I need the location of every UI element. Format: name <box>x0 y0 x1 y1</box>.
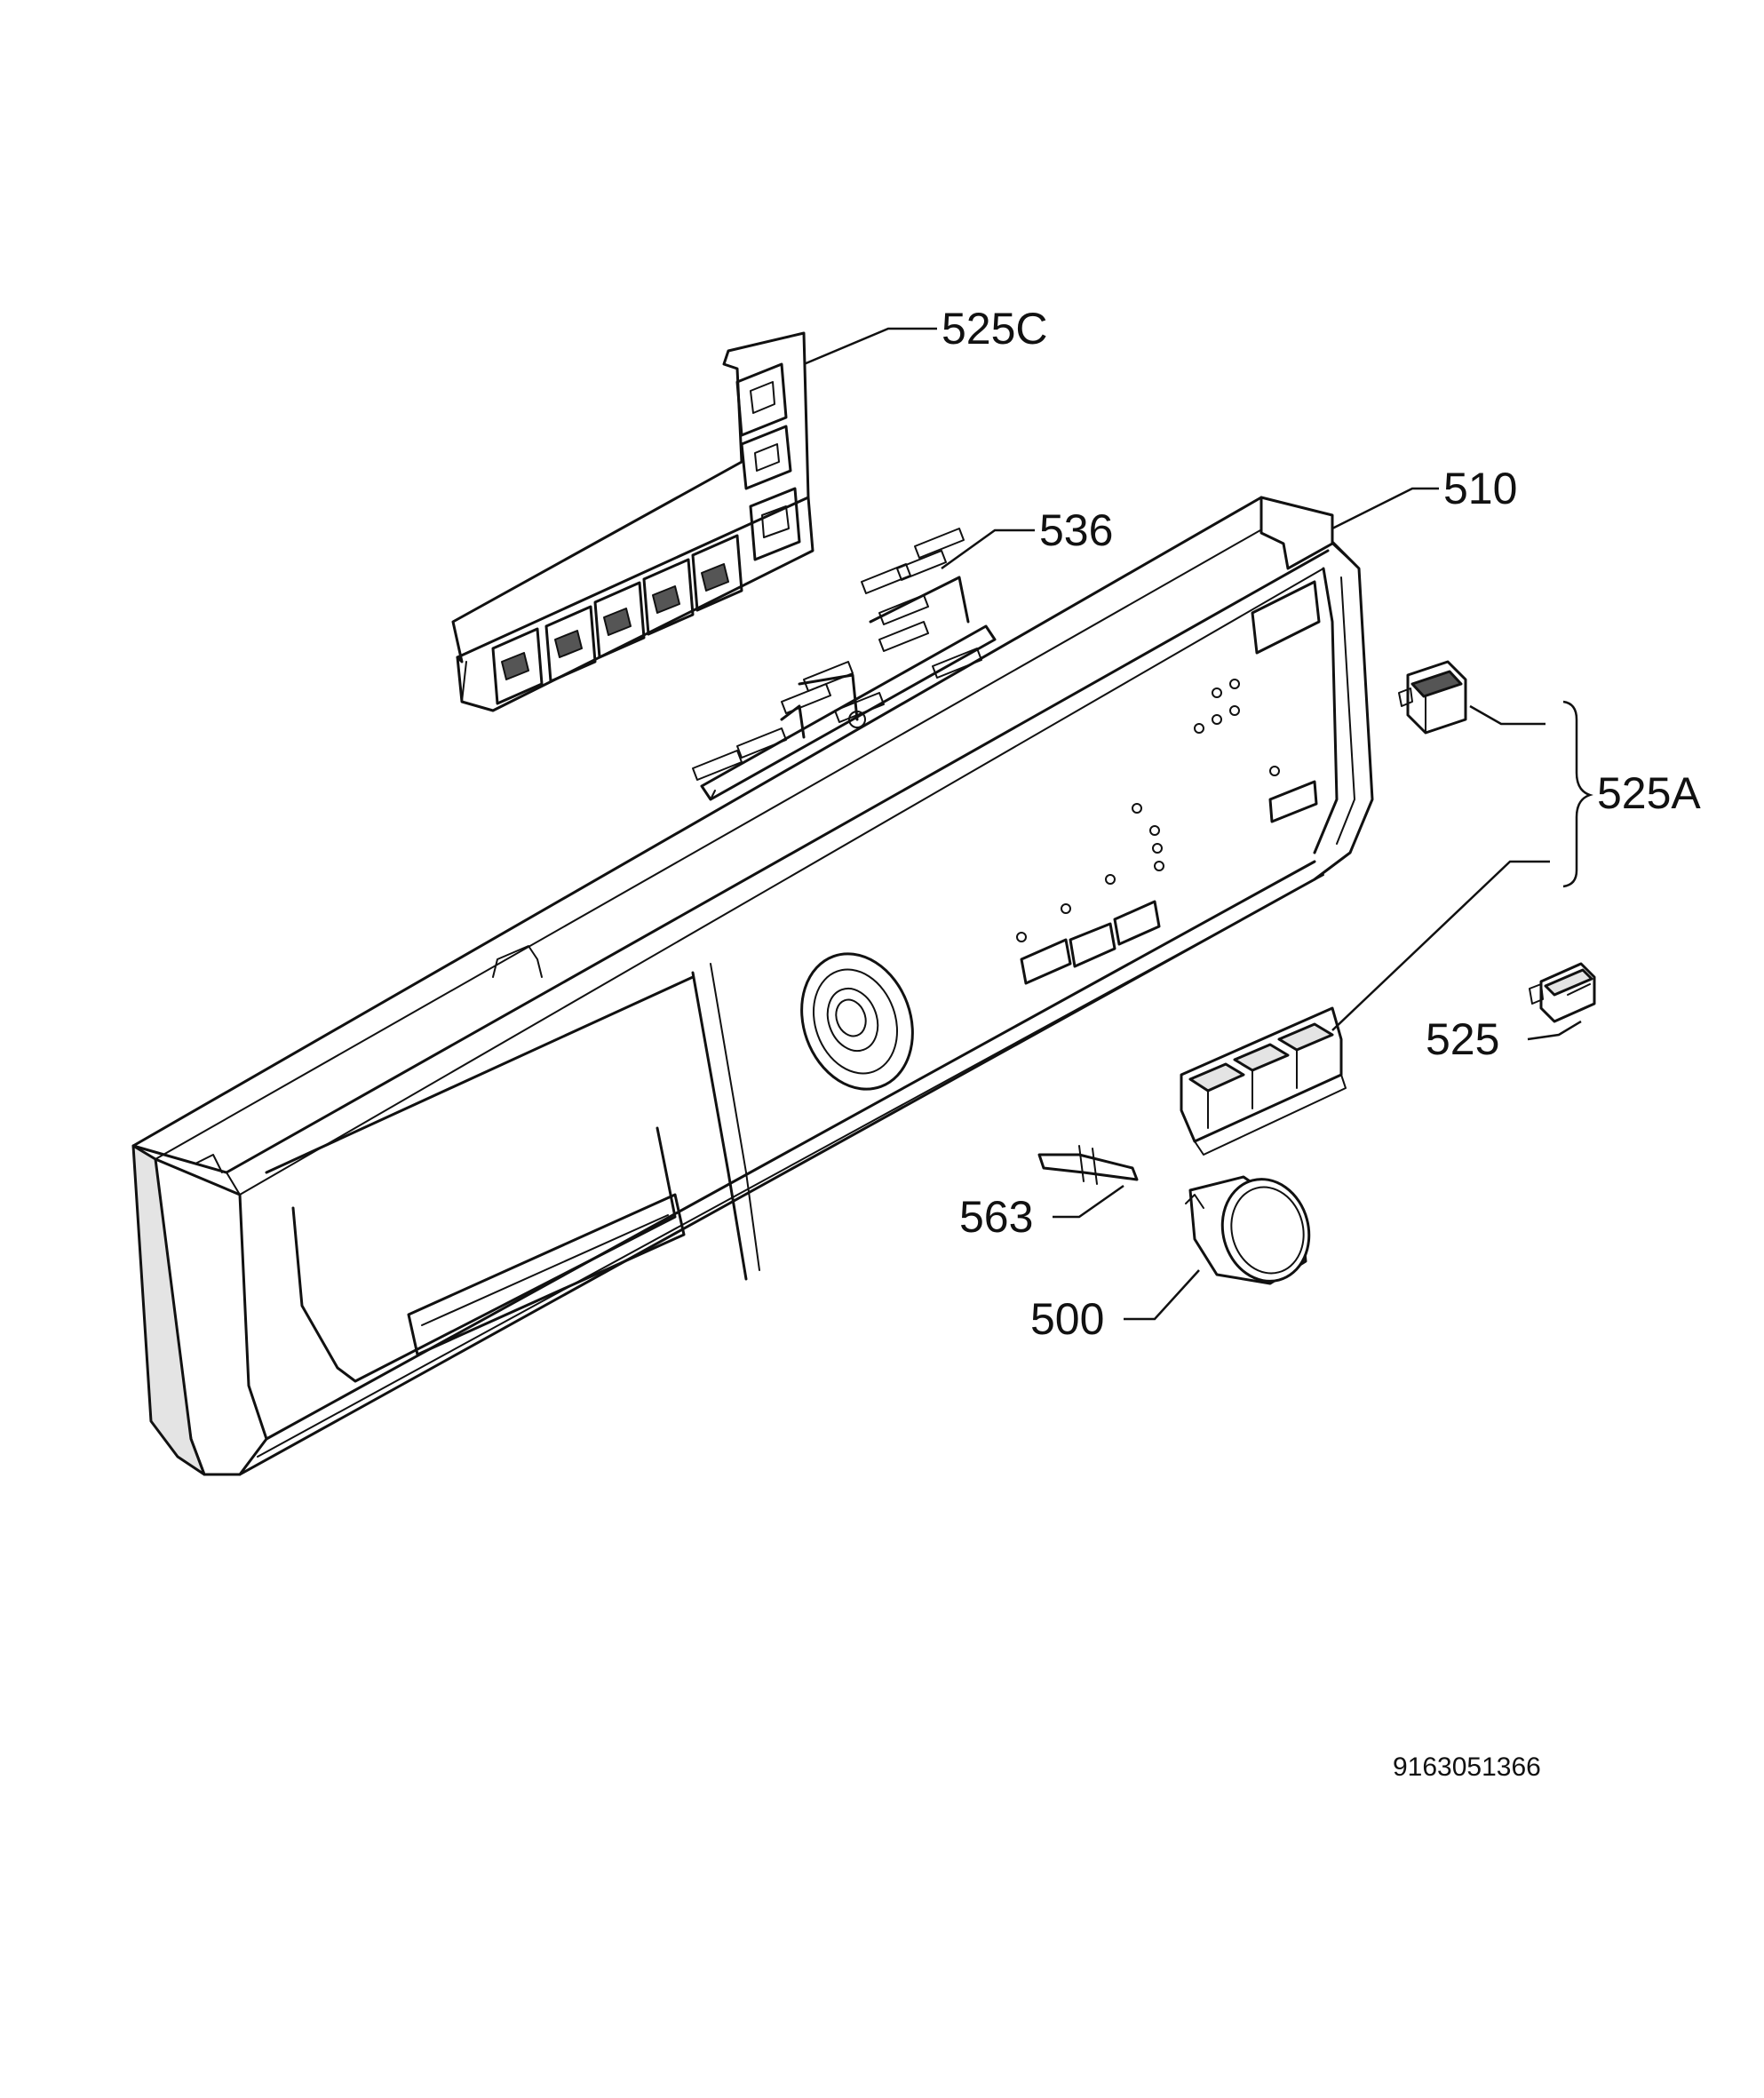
part-525-button <box>1529 962 1596 1023</box>
leader-lines <box>803 327 1593 1321</box>
part-500-knob <box>1185 1175 1311 1285</box>
part-labels: 525C 536 510 525A 525 563 500 <box>942 304 1701 1344</box>
label-500: 500 <box>1030 1294 1104 1344</box>
part-536-light-guide <box>692 528 997 801</box>
part-563-shaft <box>1037 1145 1139 1185</box>
label-525C: 525C <box>942 304 1048 354</box>
part-510-control-panel <box>131 496 1374 1476</box>
document-number: 9163051366 <box>1393 1752 1541 1782</box>
label-510: 510 <box>1443 464 1517 513</box>
light-pins <box>692 528 982 781</box>
label-563: 563 <box>959 1192 1033 1242</box>
label-525: 525 <box>1426 1014 1499 1064</box>
label-536: 536 <box>1039 505 1113 555</box>
indicator-holes <box>1016 679 1280 942</box>
part-525A-button-single <box>1398 660 1467 735</box>
part-525A-button-triple <box>1180 1006 1347 1156</box>
label-525A: 525A <box>1597 768 1701 818</box>
part-525C-button-frame <box>451 331 814 712</box>
